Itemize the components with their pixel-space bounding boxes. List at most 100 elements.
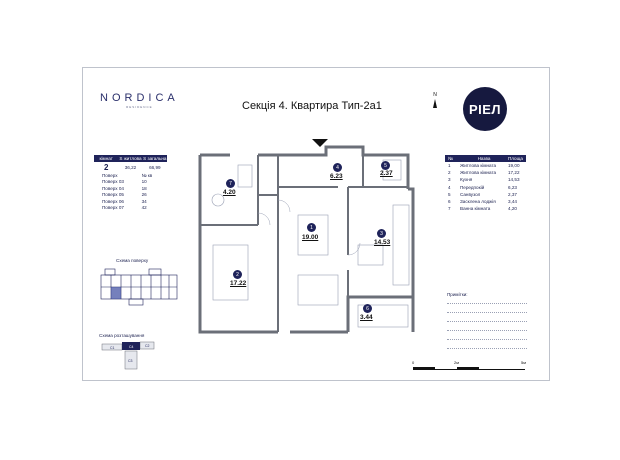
room-number: 2 <box>448 170 451 176</box>
apt-number: 26 <box>141 192 147 198</box>
info-header: кімнат S житлова S загальна <box>94 155 167 162</box>
site-block-c3: С3 <box>128 359 133 363</box>
room-area-7: 4.20 <box>223 189 236 196</box>
room-area-4: 6.23 <box>330 173 343 180</box>
room-area-3: 14.53 <box>374 239 391 246</box>
scale-segment <box>413 367 435 369</box>
s-total-value: 66,99 <box>149 164 161 170</box>
rooms-count: 2 <box>103 162 109 172</box>
scale-baseline <box>413 369 525 370</box>
room-name: Засклена лоджія <box>460 199 496 205</box>
site-block-c2: С2 <box>145 344 150 348</box>
floor-scheme-label: Схема поверху <box>116 258 149 263</box>
col-number: № <box>448 156 453 161</box>
room-badge-5: 5 <box>381 161 390 170</box>
room-number: 4 <box>448 184 451 190</box>
room-area: 19,00 <box>508 163 520 169</box>
site-scheme-diagram: С1 С4 С2 С3 <box>101 341 155 370</box>
floor-row: Поверх 03 10 <box>94 179 167 186</box>
apt-number: 10 <box>141 179 147 185</box>
room-area: 14,53 <box>508 177 520 183</box>
nordica-logo: NORDICA RESIDENCE <box>100 92 179 109</box>
room-name: Житлова кімната <box>460 170 497 176</box>
room-number: 3 <box>448 177 451 183</box>
north-arrow-icon <box>433 99 437 108</box>
s-living-value: 36,22 <box>124 164 137 170</box>
scale-bar: 0 2м 5м <box>412 360 526 370</box>
scale-label-5m: 5м <box>521 360 526 365</box>
room-badge-6: 6 <box>363 304 372 313</box>
room-number: 1 <box>448 163 451 169</box>
room-area: 4,20 <box>508 206 517 212</box>
room-number: 7 <box>448 206 451 212</box>
room-area-2: 17.22 <box>230 280 247 287</box>
riel-logo: РІЕЛ <box>463 87 507 131</box>
room-area-1: 19.00 <box>302 234 319 241</box>
room-badge-1: 1 <box>307 223 316 232</box>
room-area-6: 3.44 <box>360 314 373 321</box>
floor-name: Поверх 04 <box>102 185 124 191</box>
floor-plan <box>198 145 415 334</box>
note-line <box>447 348 527 349</box>
room-badge-3: 3 <box>377 229 386 238</box>
room-area: 6,23 <box>508 184 517 190</box>
floor-row: Поверх 04 18 <box>94 185 167 192</box>
apt-number: 34 <box>141 198 147 204</box>
floor-name: Поверх 03 <box>102 179 124 185</box>
floor-col-header: Поверх <box>102 172 118 178</box>
num-col-header: № кв <box>141 172 153 178</box>
scale-label-2m: 2м <box>454 360 459 365</box>
north-arrow: N <box>433 92 437 108</box>
floor-header-row: Поверх № кв <box>94 172 167 179</box>
room-badge-4: 4 <box>333 163 342 172</box>
floor-row: Поверх 07 42 <box>94 205 167 212</box>
table-row: 2 Житлова кімната 17,22 <box>445 169 526 176</box>
note-line <box>447 312 527 313</box>
north-label: N <box>433 92 437 98</box>
info-values: 2 36,22 66,99 <box>94 162 167 172</box>
header-rooms: кімнат <box>99 156 113 161</box>
room-area: 17,22 <box>508 170 520 176</box>
room-badge-7: 7 <box>226 179 235 188</box>
room-name: Ванна кімната <box>460 206 491 212</box>
apt-number: 42 <box>141 205 147 211</box>
room-name: Кухня <box>460 177 473 183</box>
table-row: 7 Ванна кімната 4,20 <box>445 205 526 212</box>
scale-segment <box>457 367 479 369</box>
floor-scheme-diagram <box>100 268 178 306</box>
floor-name: Поверх 06 <box>102 198 124 204</box>
site-scheme-label: Схема розташування <box>99 333 145 338</box>
entrance-arrow-icon <box>312 139 328 147</box>
table-row: 3 Кухня 14,53 <box>445 176 526 183</box>
brand-name: NORDICA <box>100 92 179 104</box>
room-table-header: № Назва Площа <box>445 155 526 162</box>
table-row: 4 Передпокій 6,23 <box>445 184 526 191</box>
header-s-living: S житлова <box>119 156 142 161</box>
room-area: 3,44 <box>508 199 517 205</box>
note-line <box>447 330 527 331</box>
site-block-c1: С1 <box>110 346 115 350</box>
current-apartment-highlight <box>111 287 121 299</box>
col-area: Площа <box>508 156 523 161</box>
room-area-5: 2.37 <box>380 170 393 177</box>
note-line <box>447 339 527 340</box>
col-name: Назва <box>477 156 491 161</box>
room-name: Передпокій <box>460 184 485 190</box>
scale-label-0: 0 <box>412 360 415 365</box>
site-block-c4: С4 <box>129 345 134 349</box>
note-line <box>447 303 527 304</box>
floor-row: Поверх 06 34 <box>94 198 167 205</box>
notes-label: Примітки: <box>447 292 468 297</box>
floor-name: Поверх 07 <box>102 205 124 211</box>
note-line <box>447 321 527 322</box>
apartment-info-table: кімнат S житлова S загальна 2 36,22 66,9… <box>94 155 167 211</box>
room-number: 5 <box>448 191 451 197</box>
header-s-total: S загальна <box>143 156 167 161</box>
apt-number: 18 <box>141 185 147 191</box>
room-name: Санвузол <box>460 191 481 197</box>
